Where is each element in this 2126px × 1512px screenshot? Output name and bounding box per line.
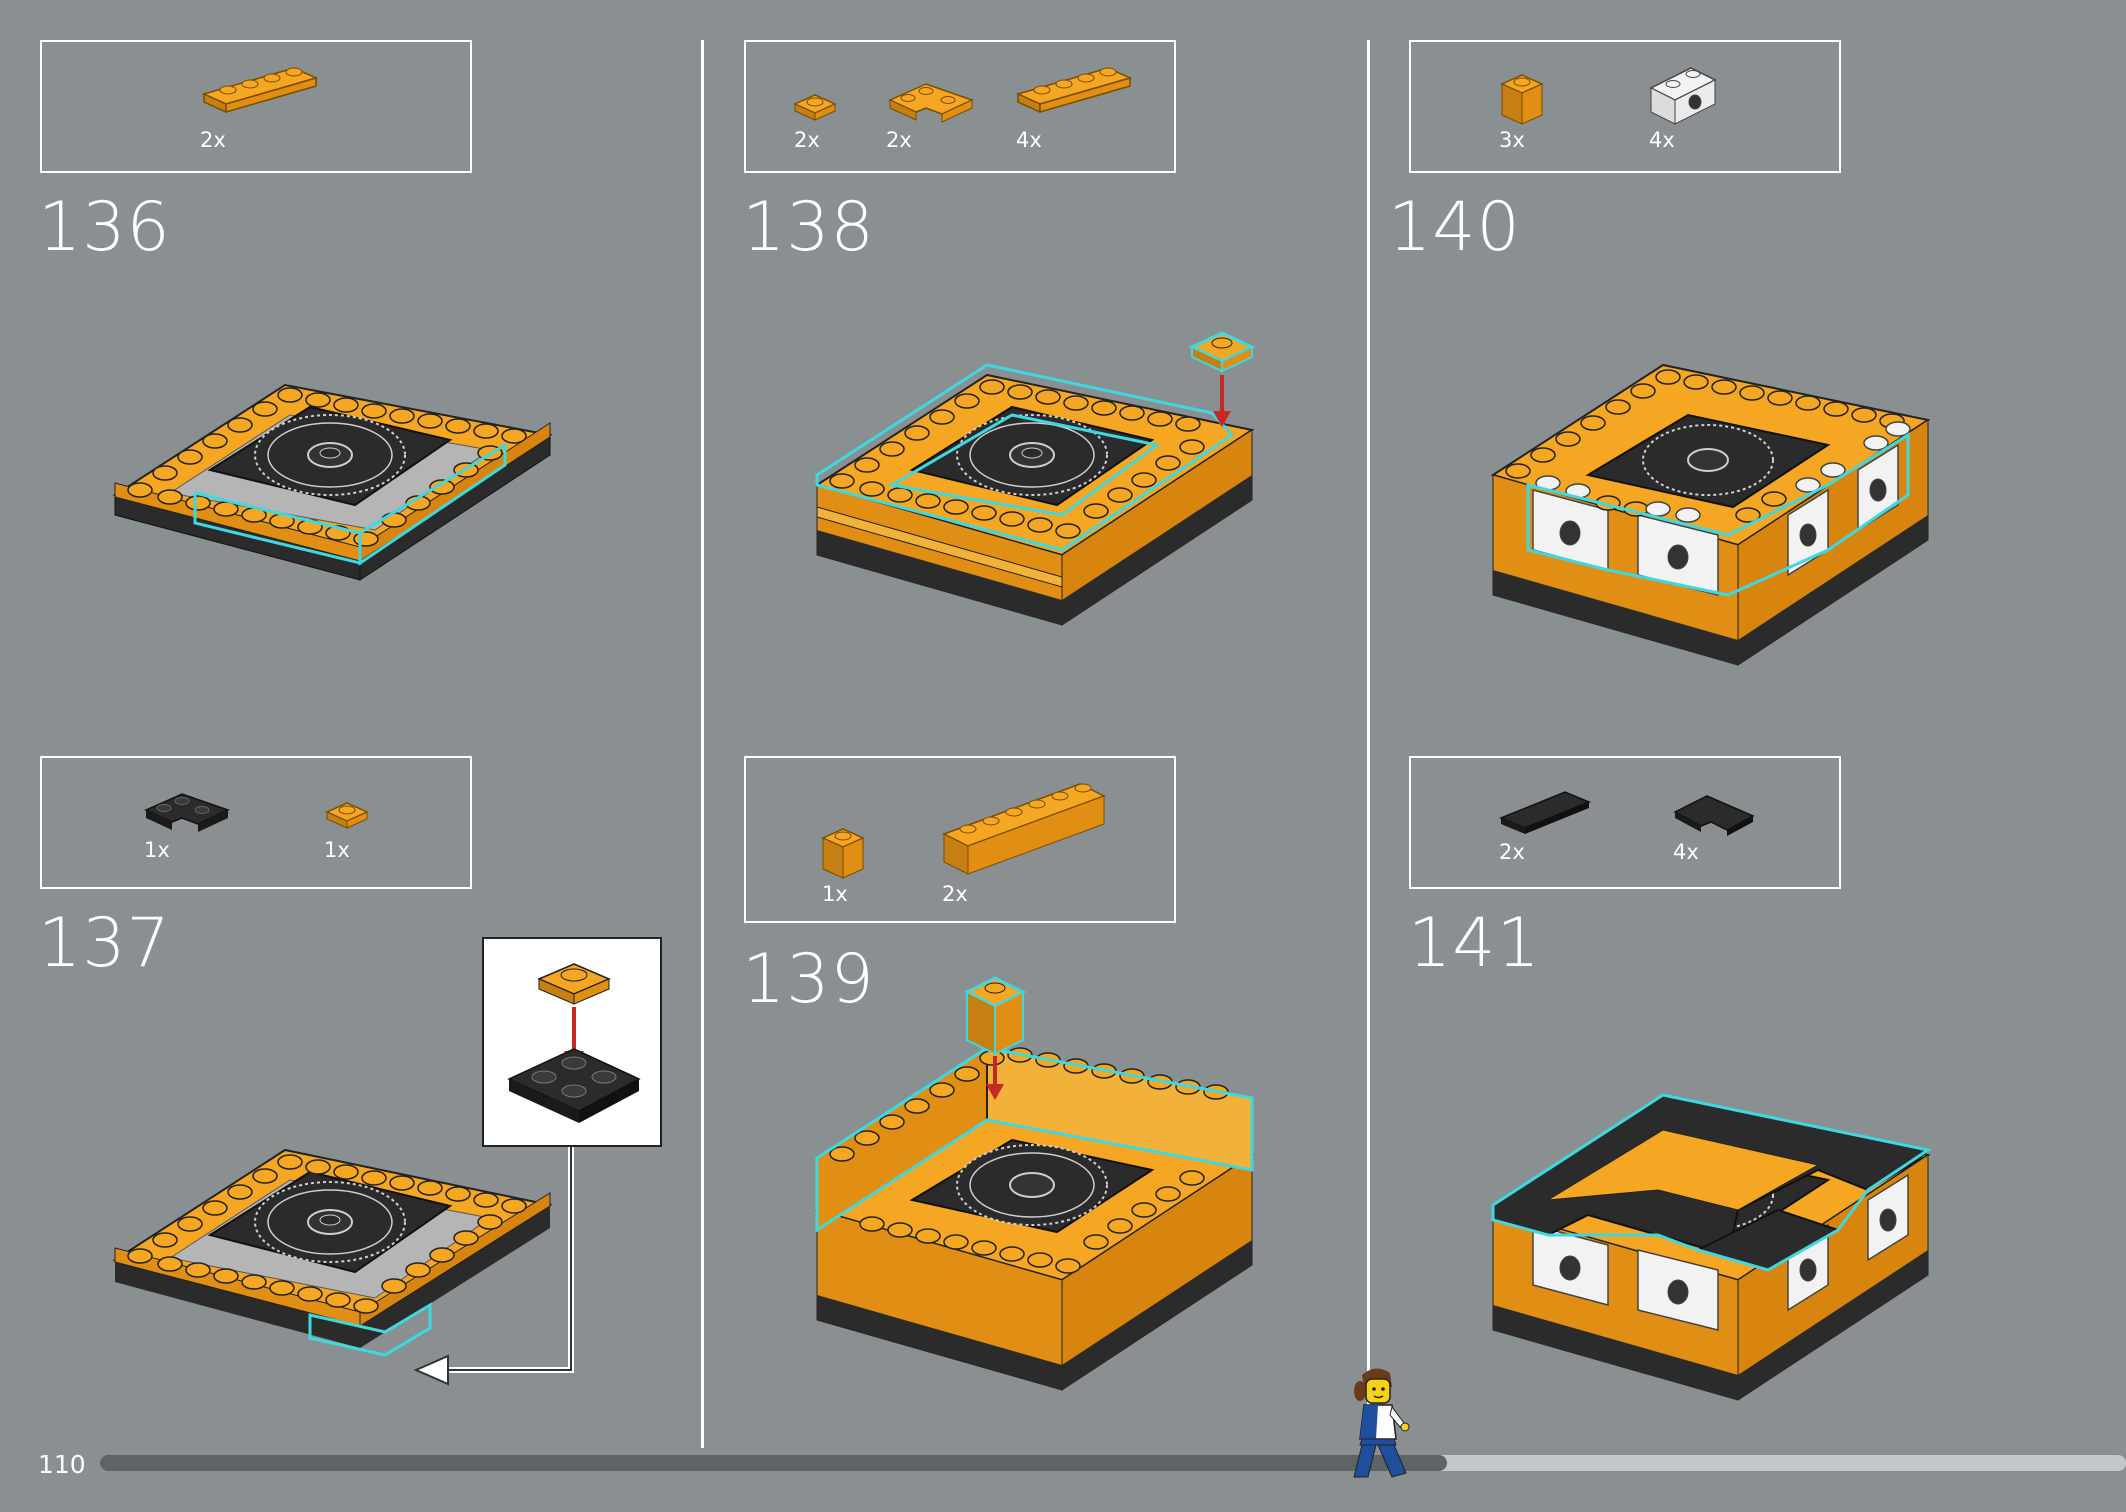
step-number-138: 138	[742, 188, 875, 267]
column-divider-1	[701, 40, 704, 1448]
part-quantity: 2x	[200, 128, 226, 152]
part-quantity: 3x	[1499, 128, 1525, 152]
step-number-139: 139	[742, 940, 875, 1019]
part-quantity: 4x	[1673, 840, 1699, 864]
step-number-136: 136	[38, 188, 171, 267]
model-step-136	[110, 325, 560, 595]
parts-list-step-137: 1x 1x	[40, 756, 472, 889]
part-quantity: 2x	[886, 128, 912, 152]
model-step-140	[1488, 325, 1958, 675]
build-progress-fill	[100, 1455, 1448, 1471]
page-number: 110	[38, 1450, 86, 1479]
parts-list-step-139: 1x 2x	[744, 756, 1176, 923]
part-quantity: 4x	[1649, 128, 1675, 152]
parts-list-step-141: 2x 4x	[1409, 756, 1841, 889]
part-quantity: 1x	[324, 838, 350, 862]
black-corner-plate-icon	[142, 790, 232, 835]
model-step-141	[1488, 1040, 1958, 1410]
white-brick-1x2-with-hole-icon	[1647, 64, 1719, 128]
part-quantity: 4x	[1016, 128, 1042, 152]
minifigure-progress-marker-icon	[1350, 1365, 1420, 1489]
parts-list-step-138: 2x 2x 4x	[744, 40, 1176, 173]
part-quantity: 2x	[794, 128, 820, 152]
parts-list-step-140: 3x 4x	[1409, 40, 1841, 173]
model-step-137	[110, 1110, 560, 1410]
step-number-137: 137	[38, 904, 171, 983]
orange-plate-1x4-icon	[1014, 64, 1134, 114]
orange-plate-1x1-icon	[324, 800, 370, 830]
black-tile-1x4-icon	[1497, 788, 1593, 838]
black-corner-tile-icon	[1671, 788, 1757, 838]
step-number-141: 141	[1408, 904, 1541, 983]
step-number-140: 140	[1388, 188, 1521, 267]
model-step-139	[812, 970, 1272, 1400]
orange-brick-1x6-icon	[940, 778, 1108, 878]
orange-plate-1x4-icon	[200, 64, 320, 114]
part-quantity: 2x	[1499, 840, 1525, 864]
parts-list-step-136: 2x	[40, 40, 472, 173]
part-quantity: 1x	[144, 838, 170, 862]
orange-plate-1x1-icon	[792, 92, 838, 122]
column-divider-2	[1367, 40, 1370, 1448]
sub-assembly-callout	[482, 937, 662, 1147]
part-quantity: 2x	[942, 882, 968, 906]
part-quantity: 1x	[822, 882, 848, 906]
build-progress-bar	[100, 1455, 2126, 1471]
orange-brick-1x1-icon	[820, 826, 866, 882]
orange-brick-1x1-icon	[1499, 72, 1545, 128]
orange-corner-plate-icon	[886, 78, 976, 124]
model-step-138	[812, 325, 1272, 635]
